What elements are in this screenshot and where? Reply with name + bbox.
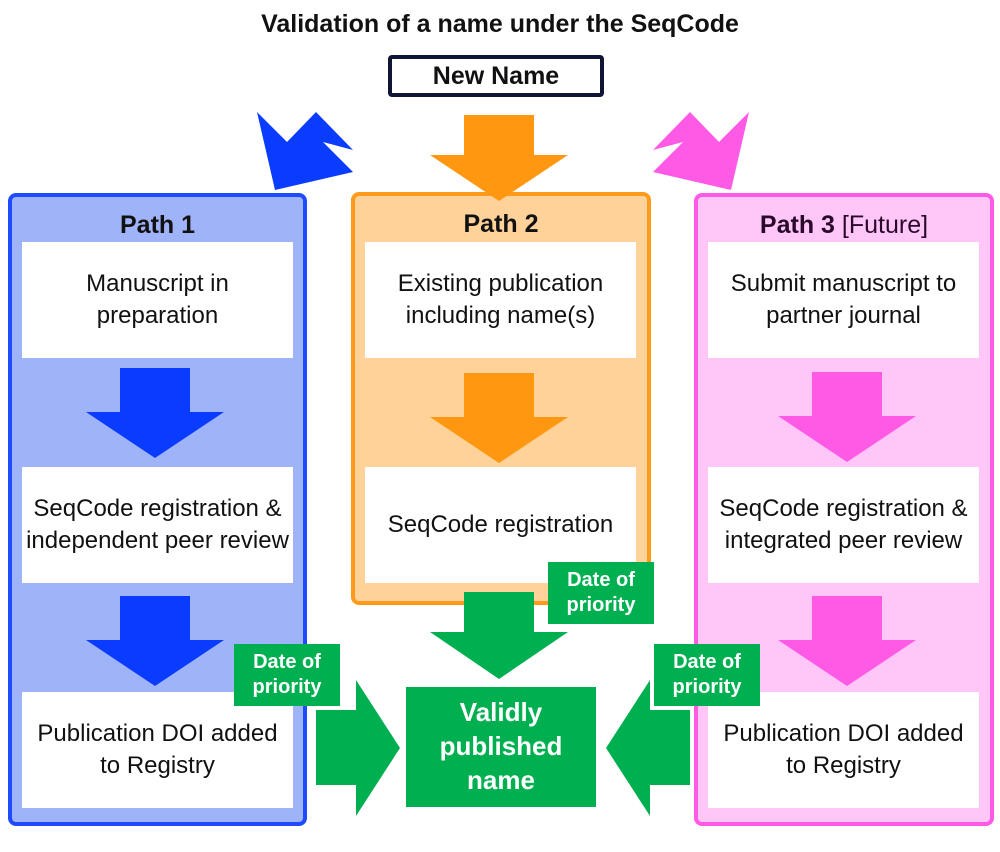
path-1-arrow-2 bbox=[86, 596, 224, 686]
path-3-step-3: Publication DOI added to Registry bbox=[708, 692, 979, 808]
entry-arrow-path-2 bbox=[430, 115, 568, 201]
path-2-arrow-1 bbox=[430, 373, 568, 463]
entry-arrow-path-3 bbox=[653, 112, 749, 190]
green-arrow-from-path-1 bbox=[316, 680, 400, 816]
path-1-title: Path 1 bbox=[119, 211, 196, 239]
path-1-step-2: SeqCode registration & independent peer … bbox=[22, 467, 293, 583]
path-1-step-1: Manuscript in preparation bbox=[22, 242, 293, 358]
entry-arrow-path-1 bbox=[257, 112, 353, 190]
path-3-title: Path 3 [Future] bbox=[698, 211, 990, 240]
path-3-arrow-1 bbox=[778, 372, 916, 462]
path-3-arrow-2 bbox=[778, 596, 916, 686]
path-1-step-3: Publication DOI added to Registry bbox=[22, 692, 293, 808]
path-1-arrow-1 bbox=[86, 368, 224, 458]
green-arrow-from-path-3 bbox=[606, 680, 690, 816]
path-2-step-1: Existing publication including name(s) bbox=[365, 242, 636, 358]
path-3-qualifier: [Future] bbox=[841, 211, 929, 239]
path-3-priority-label: Date of priority bbox=[654, 644, 760, 706]
path-2-title: Path 2 bbox=[463, 210, 539, 238]
path-1-priority-label: Date of priority bbox=[234, 644, 340, 706]
path-3-step-2: SeqCode registration & integrated peer r… bbox=[708, 467, 979, 583]
path-3-name: Path 3 bbox=[759, 211, 835, 239]
path-2-priority-label: Date of priority bbox=[548, 562, 654, 624]
path-3-step-1: Submit manuscript to partner journal bbox=[708, 242, 979, 358]
green-arrow-from-path-2 bbox=[430, 592, 568, 679]
new-name-box: New Name bbox=[388, 55, 604, 97]
validly-published-name-box: Validly published name bbox=[406, 687, 596, 807]
diagram-title: Validation of a name under the SeqCode bbox=[261, 10, 739, 38]
path-2-step-2: SeqCode registration bbox=[365, 467, 636, 583]
